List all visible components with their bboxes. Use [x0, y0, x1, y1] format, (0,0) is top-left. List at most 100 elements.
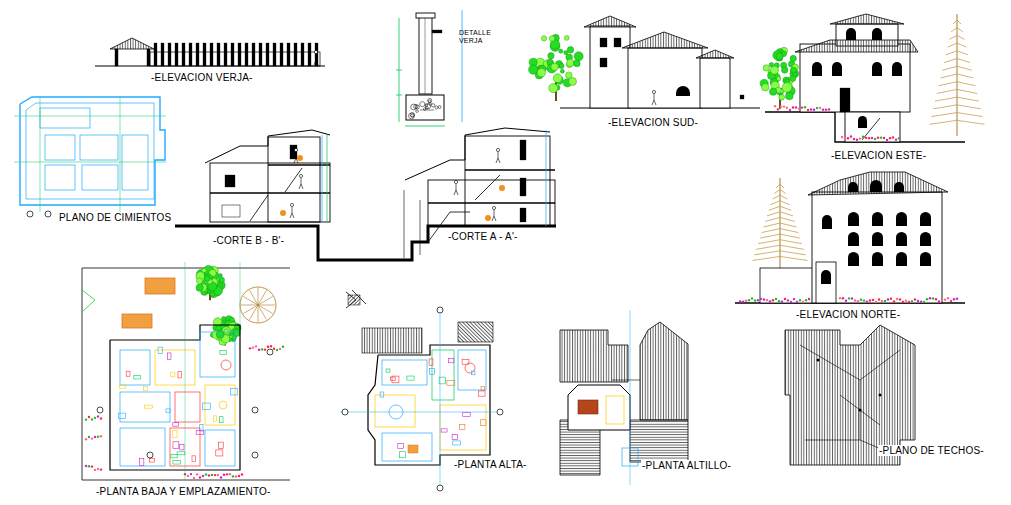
furniture	[391, 377, 396, 380]
furniture	[167, 353, 171, 360]
flower-bed	[229, 473, 231, 475]
arched-window	[894, 182, 904, 192]
axis-marker	[342, 409, 348, 415]
fence-post	[210, 43, 213, 66]
tree-foliage	[769, 88, 776, 95]
axis-marker	[27, 211, 33, 217]
furniture	[399, 452, 405, 458]
flower-bed	[799, 299, 801, 301]
floor-outline	[110, 325, 240, 470]
flower-bed	[190, 473, 192, 475]
axis-line	[120, 97, 121, 212]
furniture	[171, 455, 177, 458]
flower-bed	[917, 300, 919, 302]
furniture	[447, 380, 455, 385]
tree-foliage	[763, 65, 769, 71]
flower-bed	[199, 476, 201, 478]
roof	[830, 14, 904, 24]
roof	[696, 50, 734, 58]
flower-bed	[892, 136, 894, 138]
flower-bed	[844, 137, 846, 139]
furniture	[429, 368, 434, 374]
flower-bed	[950, 300, 952, 302]
tree-foliage	[773, 50, 783, 60]
drawing-title: -ELEVACION VERJA-	[150, 72, 254, 83]
section-walls	[268, 137, 320, 222]
flower-bed	[902, 301, 904, 303]
flower-bed	[282, 346, 284, 348]
flower-bed	[781, 300, 783, 302]
flower-bed	[777, 108, 779, 110]
furniture	[216, 450, 223, 456]
fence-post	[259, 43, 262, 66]
door	[222, 205, 240, 217]
fence-post	[224, 43, 227, 66]
conifer-branch	[930, 120, 985, 124]
tree-foliage	[548, 53, 554, 59]
drain	[859, 409, 862, 412]
roof-below	[362, 328, 422, 353]
building-mass	[590, 26, 630, 108]
flower-bed	[88, 436, 90, 438]
flower-bed	[828, 108, 830, 110]
foundation-outline	[26, 103, 154, 199]
tree-foliage	[776, 77, 780, 81]
flower-bed	[748, 299, 750, 301]
flower-bed	[273, 348, 275, 350]
furniture	[134, 375, 140, 378]
tree-foliage	[224, 329, 229, 334]
slab	[210, 192, 330, 194]
flower-bed	[276, 349, 278, 351]
conifer-branch	[931, 113, 982, 117]
tree-foliage	[549, 83, 558, 92]
furniture	[166, 409, 170, 413]
axis-marker	[97, 407, 103, 413]
gazebo-post	[115, 49, 118, 66]
flower-bed	[853, 138, 855, 140]
tree-foliage	[559, 49, 563, 53]
flower-bed	[220, 476, 222, 478]
flower-bed	[802, 301, 804, 303]
footing	[122, 135, 148, 190]
drawing	[8, 10, 984, 491]
furniture	[479, 391, 486, 396]
garden-wall	[760, 268, 815, 303]
furniture	[171, 372, 175, 377]
flower-bed	[860, 299, 862, 301]
flower-bed	[85, 438, 87, 440]
stair	[475, 175, 500, 200]
drawing-title: -PLANO DE TECHOS-	[878, 445, 985, 456]
tree-foliage	[782, 67, 788, 73]
dimension-tick	[396, 95, 402, 96]
tree-foliage	[559, 63, 564, 68]
footing-stone	[428, 98, 432, 102]
conifer-branch	[774, 190, 786, 194]
flower-bed	[97, 436, 99, 438]
flower-bed	[796, 301, 798, 303]
room	[200, 332, 235, 377]
axis-line	[14, 116, 166, 117]
gazebo-post	[147, 49, 150, 66]
conifer-branch	[769, 206, 791, 210]
dimension-line	[546, 130, 547, 226]
ridge-line	[860, 380, 861, 440]
arched-window	[848, 252, 859, 266]
furniture	[459, 424, 464, 429]
person-figure	[316, 60, 318, 65]
tree-foliage	[549, 36, 555, 42]
tree-foliage	[564, 35, 569, 40]
building-mass	[700, 58, 730, 108]
furniture	[178, 371, 182, 377]
flower-bed	[795, 106, 797, 108]
fence-post	[252, 43, 255, 66]
axis-marker	[45, 211, 51, 217]
flower-bed	[786, 107, 788, 109]
flower-bed	[757, 299, 759, 301]
footing-stone	[431, 104, 434, 107]
attic-floor	[578, 400, 598, 414]
conifer-branch	[944, 59, 970, 63]
drawing-title: -PLANTA BAJA Y EMPLAZAMIENTO-	[95, 486, 272, 497]
flower-bed	[238, 475, 240, 477]
flower-bed	[953, 298, 955, 300]
